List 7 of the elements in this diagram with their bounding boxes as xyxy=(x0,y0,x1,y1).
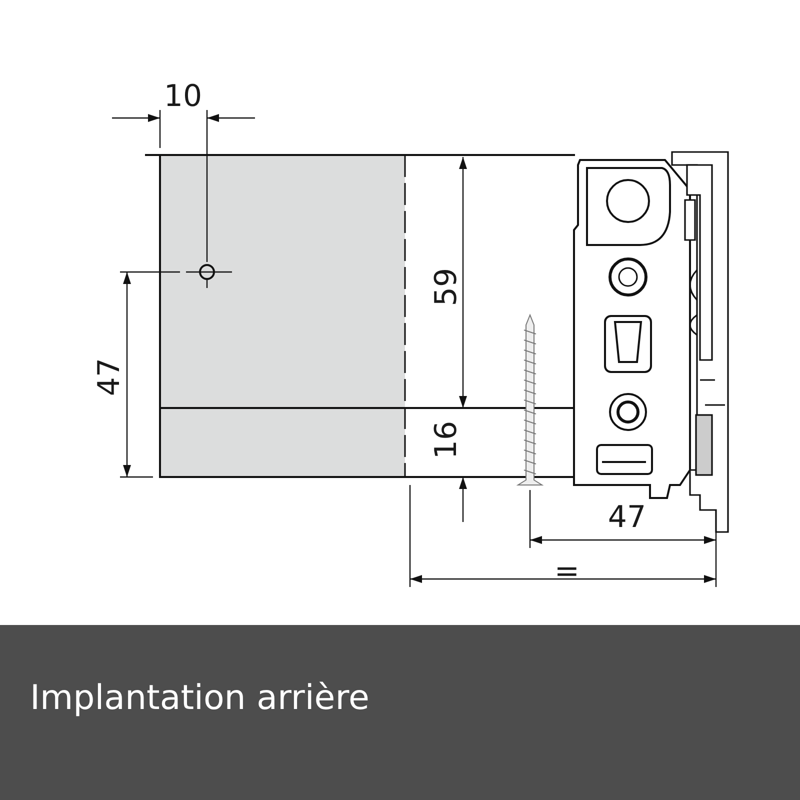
dimension-label: = xyxy=(554,557,580,587)
dimension-label: 16 xyxy=(432,420,462,460)
dimension-label: 10 xyxy=(164,82,202,112)
dimension-label: 47 xyxy=(95,358,125,396)
dimension-label: 59 xyxy=(432,268,462,306)
dimension-label: 47 xyxy=(608,503,646,533)
caption: Implantation arrière xyxy=(30,678,370,718)
